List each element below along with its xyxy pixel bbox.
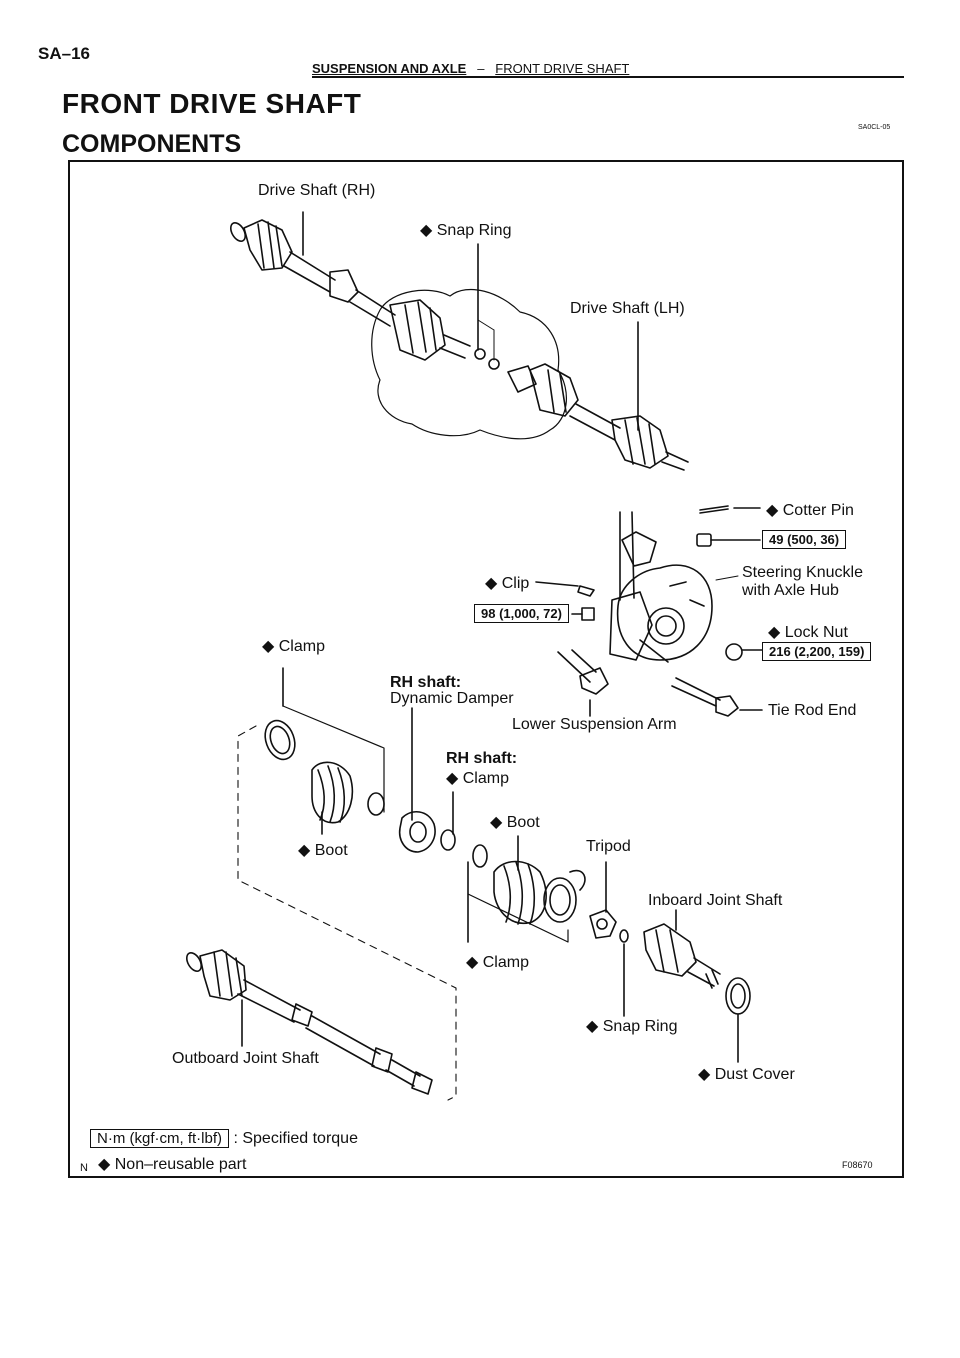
clamp-rh-drawing bbox=[440, 829, 456, 851]
clamp-left-drawing bbox=[264, 719, 296, 761]
boot-left-drawing bbox=[311, 761, 354, 824]
castle-nut-drawing bbox=[696, 533, 761, 547]
transaxle-outline bbox=[371, 288, 567, 440]
assembly-bracket-dashed bbox=[237, 725, 457, 1101]
legend-torque-desc: : Specified torque bbox=[233, 1130, 358, 1147]
dynamic-damper-drawing bbox=[398, 811, 436, 853]
section-separator: – bbox=[477, 61, 485, 76]
label-drive-shaft-rh: Drive Shaft (RH) bbox=[258, 182, 376, 199]
steering-knuckle-drawing bbox=[609, 511, 713, 663]
label-boot-left: ◆ Boot bbox=[298, 842, 348, 859]
section-title: SUSPENSION AND AXLE bbox=[312, 61, 467, 76]
torque-lock-nut: 216 (2,200, 159) bbox=[762, 642, 872, 661]
torque-clip-bolt: 98 (1,000, 72) bbox=[474, 604, 569, 623]
label-steering-knuckle-2: with Axle Hub bbox=[742, 582, 839, 599]
legend-torque-unit: N·m (kgf·cm, ft·lbf) bbox=[90, 1129, 229, 1148]
page-number: SA–16 bbox=[38, 44, 90, 63]
section-header: SUSPENSION AND AXLE – FRONT DRIVE SHAFT bbox=[312, 61, 629, 76]
tie-rod-end-drawing bbox=[671, 677, 763, 717]
legend-torque: N·m (kgf·cm, ft·lbf) : Specified torque bbox=[90, 1129, 358, 1148]
header-rule bbox=[312, 76, 904, 78]
small-clamp-drawing bbox=[367, 792, 385, 816]
label-tripod: Tripod bbox=[586, 838, 631, 855]
subsection-title: FRONT DRIVE SHAFT bbox=[495, 61, 630, 76]
lock-nut-drawing bbox=[725, 643, 763, 661]
clip-bolt-drawing bbox=[571, 607, 595, 621]
label-rh-shaft-1: RH shaft: bbox=[390, 674, 462, 691]
page-title: FRONT DRIVE SHAFT bbox=[62, 88, 362, 119]
label-lower-suspension-arm: Lower Suspension Arm bbox=[512, 716, 677, 733]
label-boot-right: ◆ Boot bbox=[490, 814, 540, 831]
doc-id: SA0CL-05 bbox=[858, 124, 891, 131]
cotter-pin-drawing bbox=[699, 505, 729, 514]
torque-cotter-pin-nut: 49 (500, 36) bbox=[762, 530, 847, 549]
corner-mark: N bbox=[80, 1162, 88, 1174]
label-snap-ring-top: ◆ Snap Ring bbox=[420, 222, 512, 239]
label-inboard-joint-shaft: Inboard Joint Shaft bbox=[648, 892, 783, 909]
page-subtitle: COMPONENTS bbox=[62, 130, 242, 158]
label-clamp-rh: ◆ Clamp bbox=[446, 770, 509, 787]
label-cotter-pin: ◆ Cotter Pin bbox=[766, 502, 854, 519]
outboard-joint-shaft-drawing bbox=[185, 949, 433, 1095]
figure-id: F08670 bbox=[842, 1160, 873, 1170]
label-rh-shaft-2: RH shaft: bbox=[446, 750, 518, 767]
label-tie-rod-end: Tie Rod End bbox=[768, 702, 857, 719]
label-steering-knuckle-1: Steering Knuckle bbox=[742, 564, 863, 581]
lower-suspension-arm-drawing bbox=[557, 649, 609, 717]
label-dynamic-damper: Dynamic Damper bbox=[390, 690, 514, 707]
inboard-joint-shaft-drawing bbox=[643, 923, 721, 989]
label-lock-nut: ◆ Lock Nut bbox=[768, 624, 848, 641]
legend-non-reusable: ◆ Non–reusable part bbox=[98, 1156, 247, 1173]
label-dust-cover: ◆ Dust Cover bbox=[698, 1066, 795, 1083]
figure-frame bbox=[68, 160, 904, 1178]
label-drive-shaft-lh: Drive Shaft (LH) bbox=[570, 300, 685, 317]
drive-shaft-lh-drawing bbox=[507, 363, 689, 471]
label-clamp-left: ◆ Clamp bbox=[262, 638, 325, 655]
drive-shaft-rh-drawing bbox=[229, 219, 500, 370]
boot-clamp-drawing bbox=[543, 877, 577, 923]
tripod-drawing bbox=[589, 909, 629, 943]
clip-drawing bbox=[577, 585, 595, 597]
boot-right-drawing bbox=[493, 860, 547, 925]
label-outboard-joint-shaft: Outboard Joint Shaft bbox=[172, 1050, 319, 1067]
label-clamp-bottom: ◆ Clamp bbox=[466, 954, 529, 971]
label-clip: ◆ Clip bbox=[485, 575, 530, 592]
label-snap-ring-bottom: ◆ Snap Ring bbox=[586, 1018, 678, 1035]
